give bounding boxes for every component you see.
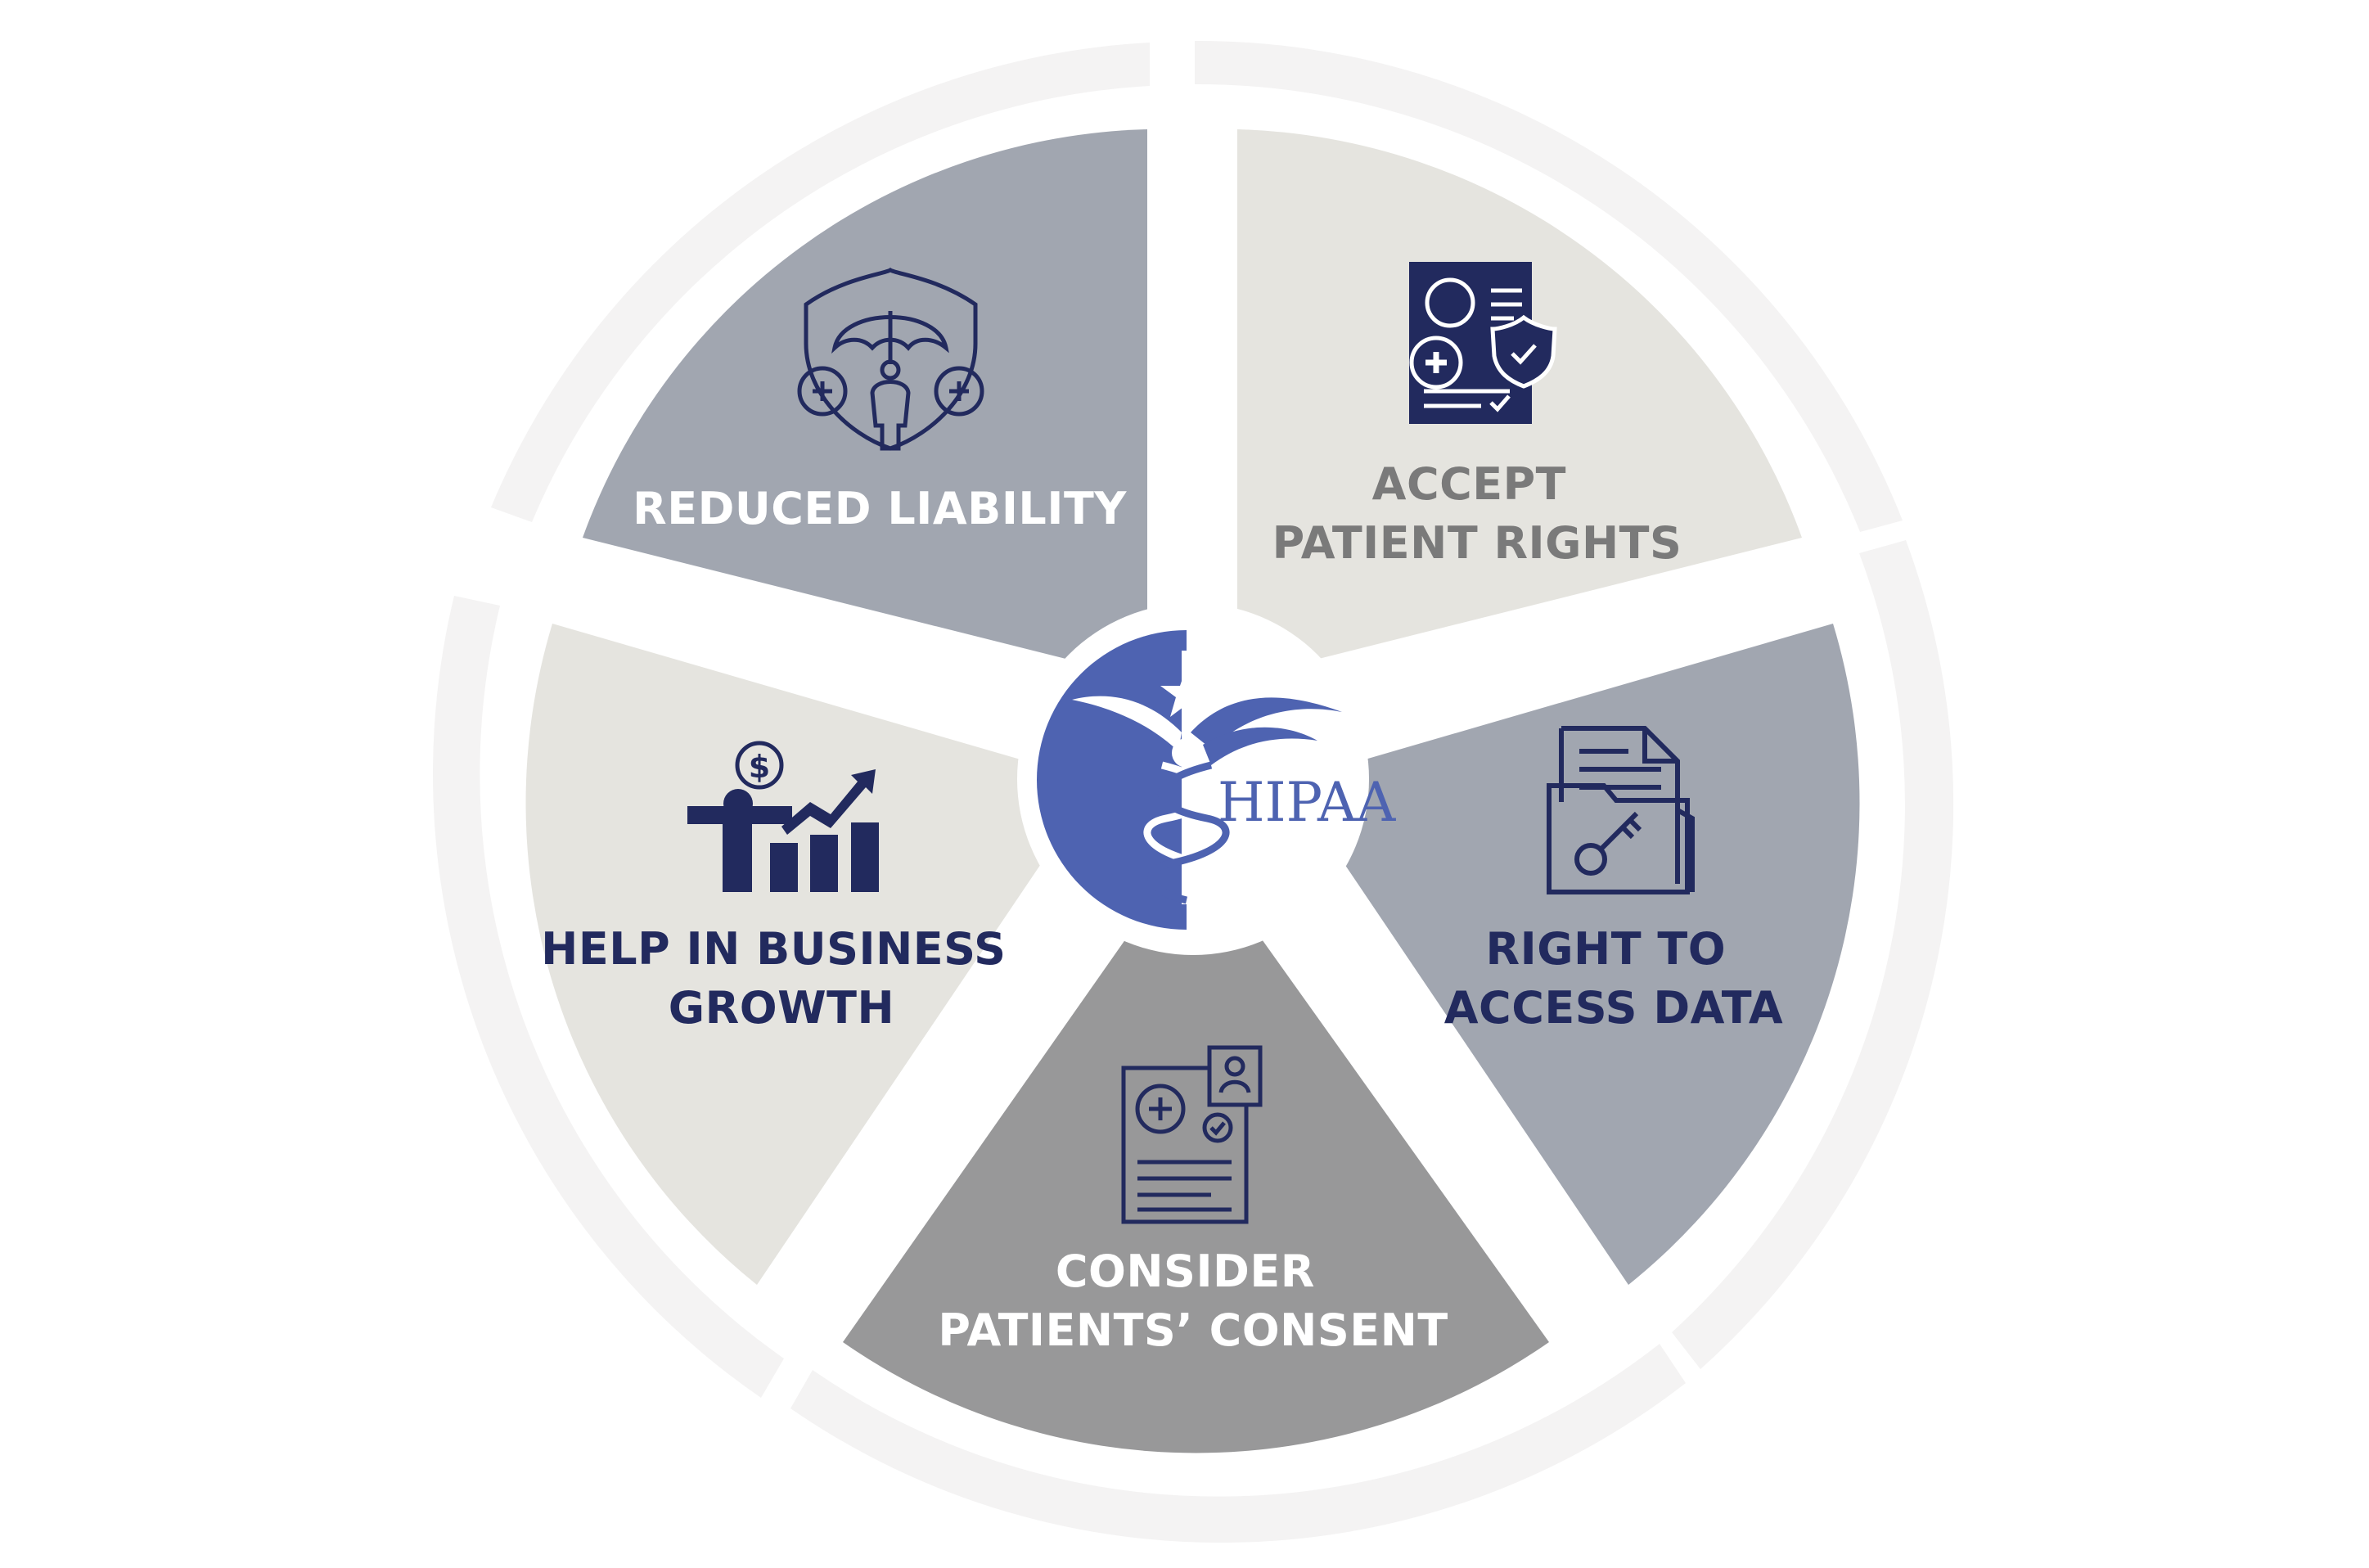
label-line: CONSIDER <box>1056 1246 1315 1297</box>
wedge-reduced-liability <box>583 129 1147 679</box>
label-accept-patient-rights: ACCEPT PATIENT RIGHTS <box>1272 458 1682 569</box>
business-growth-chart-icon: $ <box>687 741 879 892</box>
outer-ring-segment-4 <box>433 596 784 1398</box>
outer-ring-segment-3 <box>790 1344 1686 1543</box>
wedge-help-in-business-growth <box>525 624 1097 1285</box>
medical-consent-form-icon <box>1121 1045 1263 1224</box>
label-line: ACCESS DATA <box>1444 982 1783 1034</box>
outer-ring-segment-2 <box>1672 540 1954 1369</box>
label-line: ACCEPT <box>1372 458 1566 510</box>
label-line: HELP IN BUSINESS <box>541 923 1006 975</box>
folder-key-icon <box>1547 726 1695 894</box>
outer-ring-segment-1 <box>1195 40 1903 533</box>
dollar-sign-icon: $ <box>749 749 770 785</box>
label-reduced-liability: REDUCED LIABILITY <box>633 483 1127 534</box>
label-right-to-access-data: RIGHT TO ACCESS DATA <box>1444 923 1783 1034</box>
outer-ring <box>433 40 1954 1543</box>
wedge-right-to-access-data <box>1289 624 1860 1285</box>
logo-text: HIPAA <box>1218 771 1397 834</box>
patient-record-shield-icon <box>1409 262 1557 424</box>
umbrella-protection-icon <box>797 268 984 451</box>
center-logo: HIPAA <box>1017 603 1397 955</box>
outer-ring-segment-5 <box>491 43 1150 522</box>
label-line: PATIENTS’ CONSENT <box>938 1304 1448 1356</box>
label-consider-patients-consent: CONSIDER PATIENTS’ CONSENT <box>938 1246 1448 1356</box>
label-help-in-business-growth: HELP IN BUSINESS GROWTH <box>541 923 1022 1034</box>
label-line: REDUCED LIABILITY <box>633 483 1127 534</box>
label-line: PATIENT RIGHTS <box>1272 517 1682 569</box>
caduceus-icon <box>1072 651 1342 904</box>
label-line: GROWTH <box>669 982 894 1034</box>
logo-half-disc <box>1037 630 1187 930</box>
label-line: RIGHT TO <box>1486 923 1727 975</box>
